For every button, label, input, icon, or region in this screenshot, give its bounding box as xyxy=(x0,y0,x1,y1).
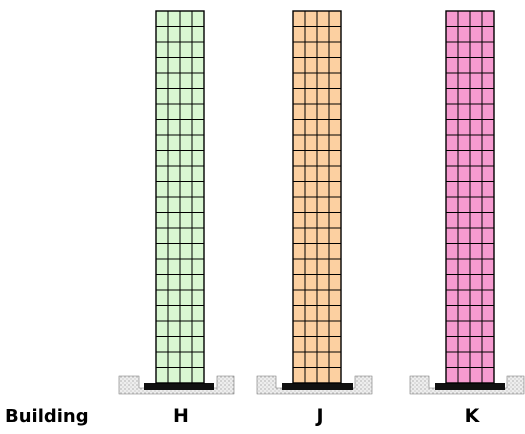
tower-k xyxy=(445,10,495,384)
window-grid xyxy=(156,11,204,383)
window-grid xyxy=(446,11,494,383)
building-label-k: K xyxy=(465,405,481,427)
foundation-j xyxy=(282,383,353,390)
building-h: H xyxy=(118,10,235,427)
building-label-h: H xyxy=(173,405,189,427)
tower-h xyxy=(155,10,205,384)
window-grid xyxy=(293,11,341,383)
caption-label: Building xyxy=(5,406,89,427)
foundation-h xyxy=(144,383,214,390)
foundation-k xyxy=(435,383,505,390)
building-k: K xyxy=(409,10,525,427)
building-j: J xyxy=(256,10,373,427)
tower-j xyxy=(292,10,342,384)
building-label-j: J xyxy=(314,405,323,427)
